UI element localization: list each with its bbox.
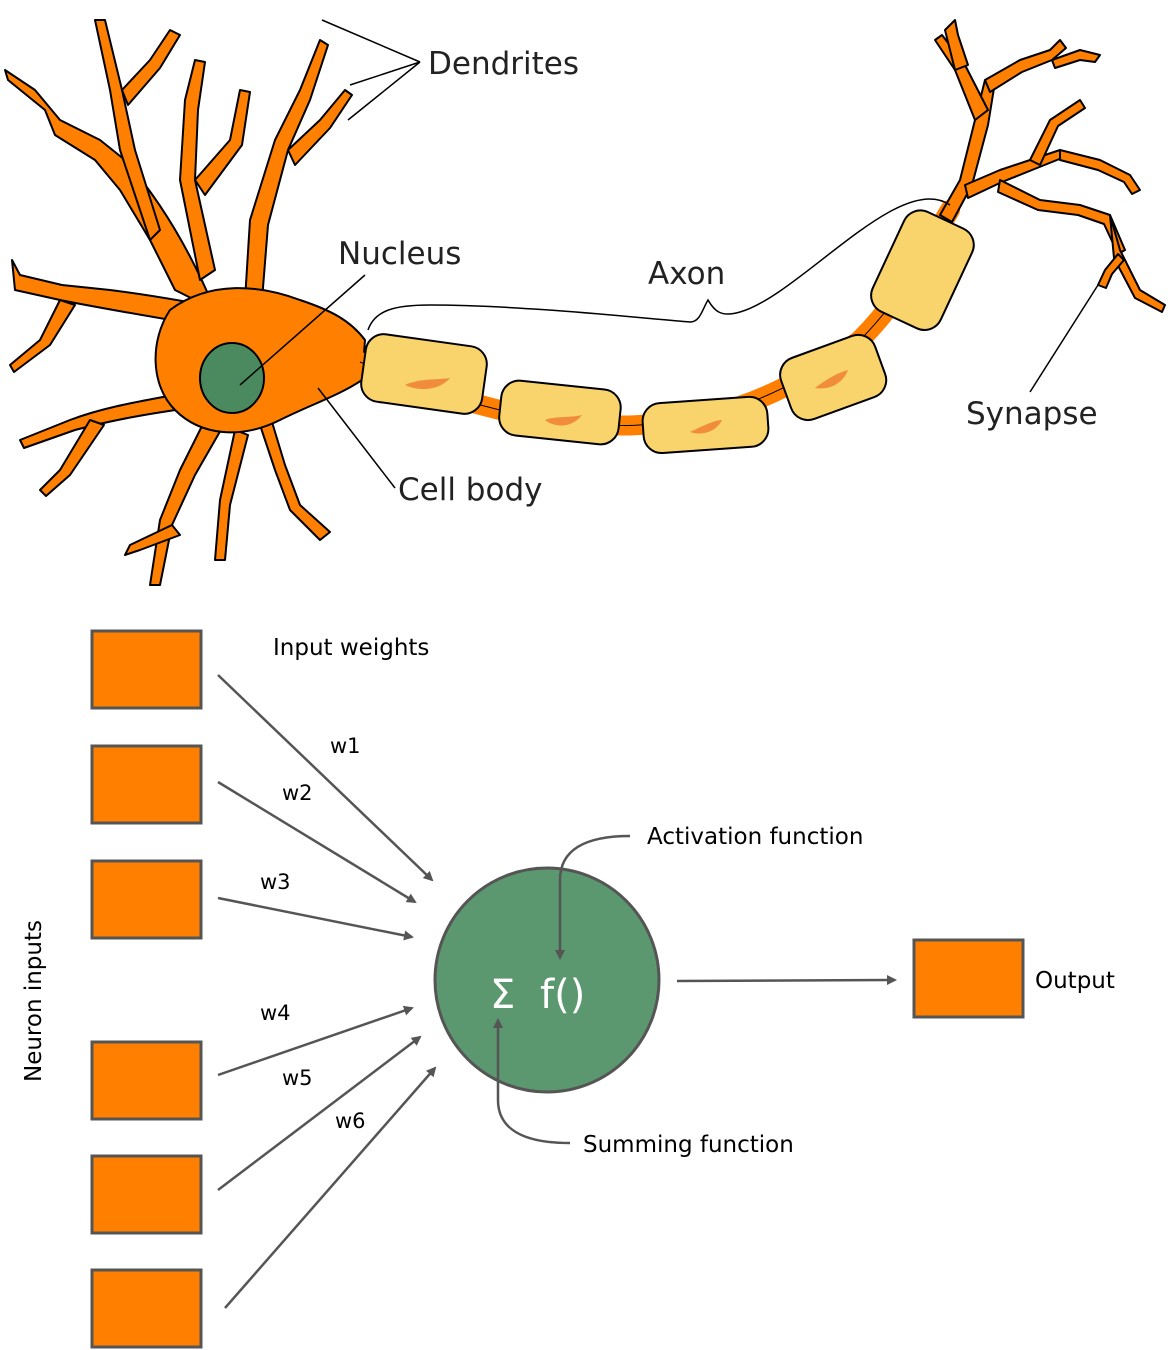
leader-lines (239, 19, 1099, 489)
weight-label-w5: w5 (282, 1066, 313, 1090)
input-arrows (217, 674, 437, 1309)
output-label: Output (1035, 968, 1115, 994)
synapse-label: Synapse (966, 396, 1098, 432)
weight-label-w6: w6 (335, 1109, 366, 1133)
dendrites-label: Dendrites (428, 46, 579, 82)
weight-label-w2: w2 (282, 781, 313, 805)
input-arrow (217, 674, 434, 882)
cell-body-label: Cell body (398, 472, 542, 508)
input-node (90, 1268, 203, 1349)
output-node (912, 938, 1025, 1019)
input-weights-label: Input weights (273, 635, 429, 661)
biological-neuron: Dendrites Nucleus Axon Synapse Cell body (4, 19, 1166, 586)
neuron-inputs-label: Neuron inputs (21, 920, 47, 1082)
summing-symbol: Σ (490, 972, 515, 1018)
input-arrow (217, 1005, 414, 1077)
weight-label-w4: w4 (260, 1001, 291, 1025)
axon-terminals (934, 19, 1166, 313)
summing-function-label: Summing function (583, 1132, 794, 1158)
axon-label: Axon (648, 256, 725, 292)
nucleus-label: Nucleus (338, 236, 461, 272)
input-arrow (217, 1035, 422, 1191)
activation-arrow (555, 834, 631, 960)
nucleus-shape (199, 342, 265, 414)
input-arrow (217, 896, 414, 941)
input-node (90, 859, 203, 940)
input-nodes (90, 629, 203, 1349)
weight-label-w3: w3 (260, 870, 291, 894)
input-arrow (217, 780, 417, 904)
neuron-body (433, 866, 661, 1094)
activation-symbol: f() (540, 972, 585, 1018)
artificial-neuron: w1 w2 w3 w4 w5 w6 Input weights Neuron i… (21, 629, 1115, 1349)
input-node (90, 1154, 203, 1235)
input-node (90, 629, 203, 710)
summing-arrow (493, 1018, 571, 1145)
input-node (90, 1040, 203, 1121)
activation-function-label: Activation function (647, 824, 863, 850)
weight-label-w1: w1 (330, 734, 361, 758)
input-arrow (224, 1066, 437, 1309)
output-arrow (676, 975, 897, 986)
input-node (90, 744, 203, 825)
myelin-sheaths (360, 209, 975, 455)
